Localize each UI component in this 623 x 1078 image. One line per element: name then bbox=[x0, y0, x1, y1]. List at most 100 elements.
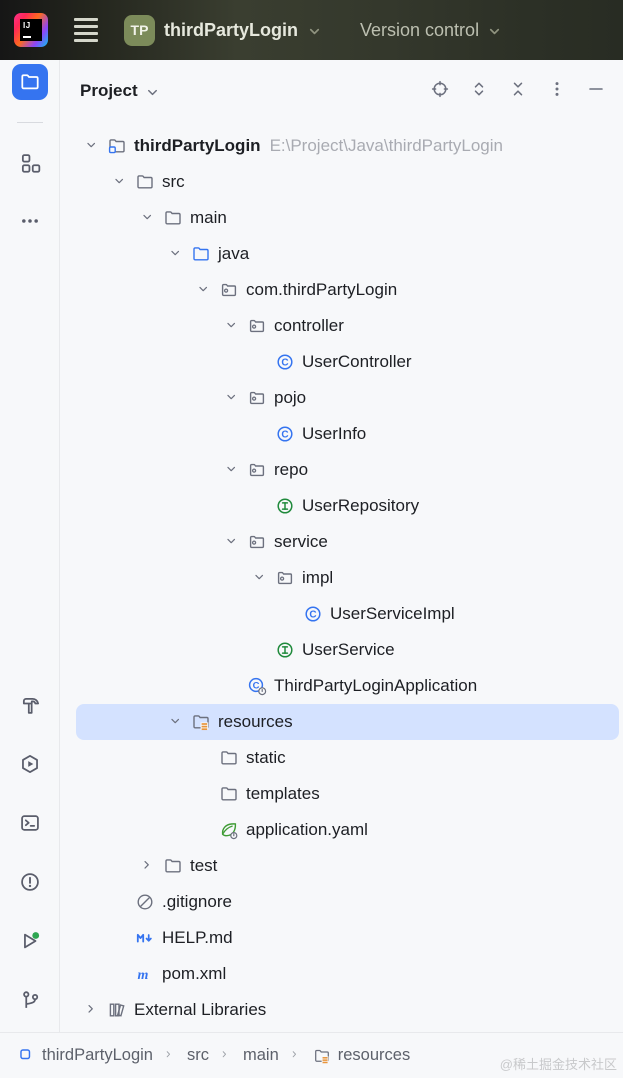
tree-row-controller[interactable]: controller bbox=[76, 308, 619, 344]
tool-stripe-services-button[interactable] bbox=[12, 746, 48, 782]
library-icon bbox=[106, 1000, 127, 1021]
chevron-down-icon[interactable] bbox=[252, 570, 274, 586]
breadcrumb-label: resources bbox=[337, 1046, 411, 1064]
tree-item-label: UserRepository bbox=[302, 496, 420, 515]
markdown-icon bbox=[134, 928, 155, 949]
chevron-down-icon[interactable] bbox=[224, 462, 246, 478]
intellij-idea-logo-inner: IJ bbox=[20, 19, 42, 41]
tree-item-label: pojo bbox=[274, 388, 307, 407]
tree-item-label: UserService bbox=[302, 640, 395, 659]
hide-panel-button[interactable] bbox=[579, 76, 613, 106]
tool-stripe-build-button[interactable] bbox=[12, 687, 48, 723]
package-icon bbox=[246, 316, 267, 337]
svg-text:C: C bbox=[281, 358, 288, 369]
chevron-down-icon[interactable] bbox=[168, 714, 190, 730]
breadcrumb-label: main bbox=[242, 1046, 279, 1064]
tool-stripe-project-button[interactable] bbox=[11, 64, 48, 100]
tool-stripe-terminal-button[interactable] bbox=[12, 805, 48, 841]
kebab-icon bbox=[547, 79, 567, 104]
run-icon bbox=[19, 930, 41, 952]
tree-row-test[interactable]: test bbox=[76, 848, 619, 884]
tree-item-label: test bbox=[190, 856, 218, 875]
breadcrumb-item-resources[interactable]: resources bbox=[313, 1046, 410, 1065]
chevron-down-icon[interactable] bbox=[84, 138, 106, 154]
main-menu-icon[interactable] bbox=[74, 18, 98, 42]
chevron-down-icon[interactable] bbox=[140, 210, 162, 226]
tree-item-label: repo bbox=[274, 460, 309, 479]
breadcrumb-item-main[interactable]: main bbox=[243, 1046, 279, 1065]
expand-all-button[interactable] bbox=[462, 76, 496, 106]
tree-row-main[interactable]: main bbox=[76, 200, 619, 236]
tree-item-label: UserServiceImpl bbox=[330, 604, 455, 623]
tree-row-pojo[interactable]: pojo bbox=[76, 380, 619, 416]
chevron-right-icon[interactable] bbox=[140, 858, 162, 874]
tool-stripe-more-tool-windows-button[interactable] bbox=[12, 203, 48, 239]
chevron-down-icon[interactable] bbox=[112, 174, 134, 190]
tree-item-label: application.yaml bbox=[246, 820, 368, 839]
more-options-button[interactable] bbox=[540, 76, 574, 106]
project-avatar: TP bbox=[124, 14, 155, 46]
package-icon bbox=[218, 280, 239, 301]
tree-row-external-libraries[interactable]: External Libraries bbox=[76, 992, 619, 1028]
minus-icon bbox=[586, 79, 606, 104]
vcs-widget[interactable]: Version control bbox=[360, 20, 502, 41]
tree-row-userrepository[interactable]: UserRepository bbox=[76, 488, 619, 524]
tree-row-application-yaml[interactable]: application.yaml bbox=[76, 812, 619, 848]
tool-stripe-version-control-button[interactable] bbox=[12, 982, 48, 1018]
tree-row-templates[interactable]: templates bbox=[76, 776, 619, 812]
tool-window-stripe bbox=[0, 60, 60, 1032]
breadcrumb-item-src[interactable]: src bbox=[187, 1046, 209, 1065]
tree-row-src[interactable]: src bbox=[76, 164, 619, 200]
tree-row-static[interactable]: static bbox=[76, 740, 619, 776]
tool-stripe-bottom bbox=[12, 687, 48, 1032]
chevron-down-icon[interactable] bbox=[224, 318, 246, 334]
terminal-icon bbox=[19, 812, 41, 834]
tree-row-impl[interactable]: impl bbox=[76, 560, 619, 596]
tool-stripe-problems-button[interactable] bbox=[12, 864, 48, 900]
tool-stripe-run-button[interactable] bbox=[12, 923, 48, 959]
tree-row-userservice[interactable]: UserService bbox=[76, 632, 619, 668]
package-icon bbox=[246, 532, 267, 553]
chevron-right-icon[interactable] bbox=[84, 1002, 106, 1018]
tool-stripe-structure-button[interactable] bbox=[12, 145, 48, 181]
tree-row-com-thirdpartylogin[interactable]: com.thirdPartyLogin bbox=[76, 272, 619, 308]
chevron-down-icon[interactable] bbox=[196, 282, 218, 298]
chevron-down-icon[interactable] bbox=[224, 534, 246, 550]
tree-item-label: service bbox=[274, 532, 328, 551]
chevron-down-icon[interactable] bbox=[168, 246, 190, 262]
git-branch-icon bbox=[19, 989, 41, 1011]
tree-row-service[interactable]: service bbox=[76, 524, 619, 560]
collapse-all-button[interactable] bbox=[501, 76, 535, 106]
folder-icon bbox=[218, 748, 239, 769]
tree-item-label: UserInfo bbox=[302, 424, 367, 443]
tree-row-java[interactable]: java bbox=[76, 236, 619, 272]
select-opened-file-button[interactable] bbox=[423, 76, 457, 106]
tree-item-label: HELP.md bbox=[162, 928, 233, 947]
tree-row-help-md[interactable]: HELP.md bbox=[76, 920, 619, 956]
tree-row-gitignore[interactable]: .gitignore bbox=[76, 884, 619, 920]
stripe-divider bbox=[16, 122, 43, 123]
tree-item-label: thirdPartyLogin bbox=[134, 136, 261, 155]
package-icon bbox=[246, 388, 267, 409]
tree-row-repo[interactable]: repo bbox=[76, 452, 619, 488]
breadcrumb-label: thirdPartyLogin bbox=[42, 1046, 153, 1064]
project-widget[interactable]: TP thirdPartyLogin bbox=[124, 14, 322, 46]
chevron-down-icon[interactable] bbox=[224, 390, 246, 406]
tree-item-label: src bbox=[162, 172, 185, 191]
tree-row-resources[interactable]: resources bbox=[76, 704, 619, 740]
intellij-idea-logo: IJ bbox=[14, 13, 48, 47]
tree-item-label: main bbox=[190, 208, 227, 227]
svg-text:C: C bbox=[252, 680, 259, 691]
breadcrumb-item-thirdpartylogin[interactable]: thirdPartyLogin bbox=[18, 1046, 153, 1065]
panel-title[interactable]: Project bbox=[80, 81, 138, 100]
title-bar: IJ TP thirdPartyLogin Version control bbox=[0, 0, 623, 60]
chevron-right-icon bbox=[163, 1049, 177, 1063]
